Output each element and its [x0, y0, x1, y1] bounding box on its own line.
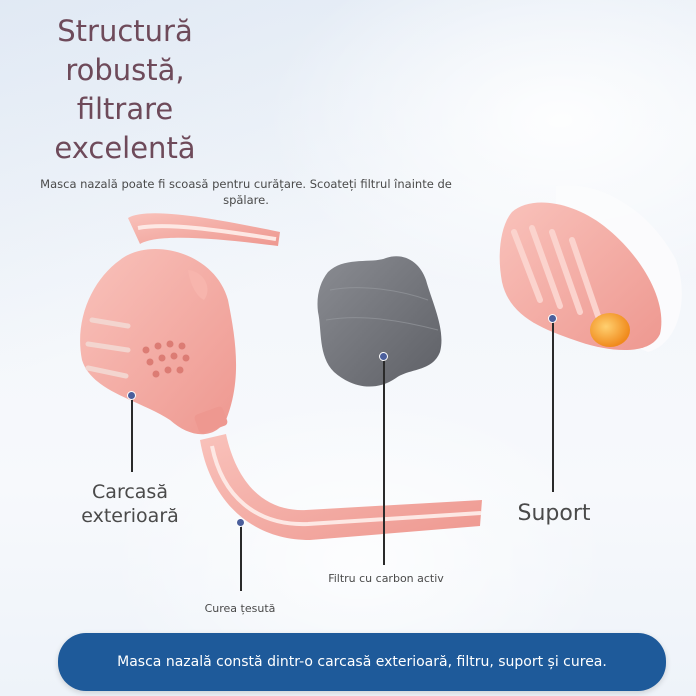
carbon-filter: [317, 256, 442, 387]
subtitle: Masca nazală poate fi scoasă pentru cură…: [40, 177, 452, 207]
strap-pointer-line: [240, 525, 242, 591]
headline: Structură robustă, filtrare excelentă: [54, 14, 196, 165]
filter-label: Filtru cu carbon activ: [328, 572, 444, 585]
support-piece: [499, 185, 682, 352]
strap-label: Curea țesută: [204, 602, 276, 615]
outer-shell: [80, 213, 280, 435]
support-pointer-dot: [548, 314, 557, 323]
support-label: Suport: [517, 501, 591, 526]
shell-label: Carcasă exterioară: [81, 481, 179, 527]
shell-pointer-dot: [127, 391, 136, 400]
filter-pointer-line: [383, 359, 385, 565]
strap-pointer-dot: [236, 518, 245, 527]
woven-strap: [200, 434, 482, 540]
shell-pointer-line: [131, 398, 133, 472]
filter-pointer-dot: [379, 352, 388, 361]
summary-banner-text: Masca nazală constă dintr-o carcasă exte…: [117, 654, 607, 670]
summary-banner: Masca nazală constă dintr-o carcasă exte…: [58, 633, 666, 691]
support-pointer-line: [552, 322, 554, 492]
